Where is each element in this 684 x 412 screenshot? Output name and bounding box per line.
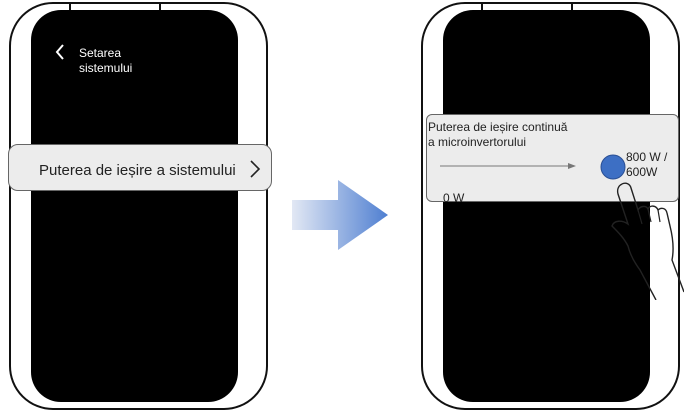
slider-max-label: 800 W / 600W [626,150,668,179]
page-title: Setarea sistemului [79,46,133,75]
output-power-slider[interactable] [440,148,640,188]
phone-screen-right [443,10,650,402]
menu-item-system-output-power[interactable]: Puterea de ieșire a sistemului [8,144,272,191]
slider-knob [600,154,626,180]
slider-min-label: 0 W [443,191,465,205]
back-chevron-icon[interactable] [54,43,66,61]
phone-screen-left: Setarea sistemului [31,10,238,402]
output-power-panel [426,114,679,202]
forward-chevron-icon [250,160,261,178]
tapping-hand-icon [611,182,684,300]
flow-arrow-icon [292,180,388,250]
slider-track-arrowhead [568,163,576,169]
setting-title: Puterea de ieșire continuă a microinvert… [428,120,568,149]
menu-item-label: Puterea de ieșire a sistemului [39,162,236,179]
